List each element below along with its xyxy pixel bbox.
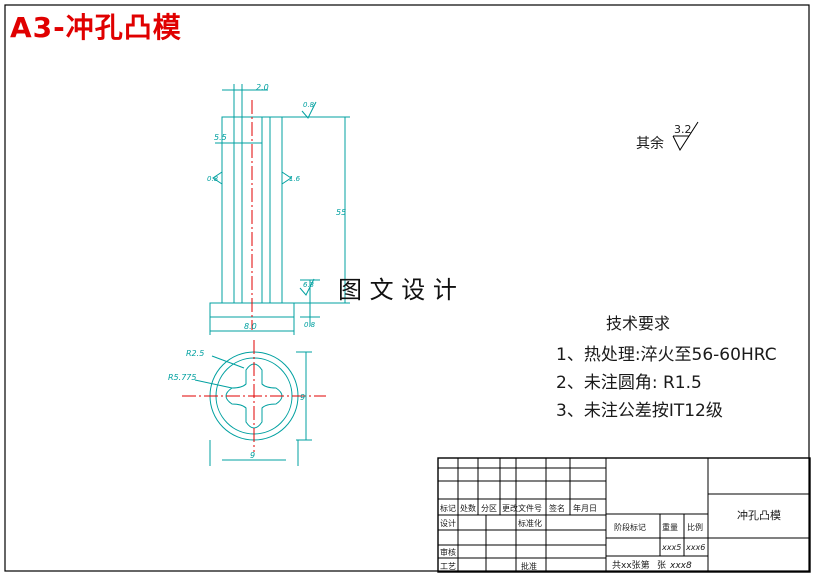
dim-8-0: 8.0: [244, 322, 257, 331]
tb-approve: 批准: [521, 561, 537, 571]
roughness-other: 其余 3.2: [636, 121, 699, 152]
roughness-value: 3.2: [674, 123, 692, 136]
dim-9b: 9: [250, 451, 255, 460]
tb-standard: 标准化: [518, 518, 542, 528]
tb-header-date: 年月日: [573, 503, 597, 513]
dim-5-5: 5.5: [214, 133, 227, 142]
dim-6-3: 6.3: [303, 281, 314, 289]
front-view-dims: 2.0 5.5 0.8 0.8 1.6 55 6.3 0.8 8.0: [207, 83, 346, 331]
requirement-2: 2、未注圆角: R1.5: [556, 373, 702, 393]
tb-stage: 阶段标记: [614, 522, 646, 532]
watermark: 图 文 设 计: [338, 276, 457, 304]
title-block-text: 标记 处数 分区 更改文件号 签名 年月日 设计 标准化 阶段标记 重量 比例 …: [440, 503, 781, 571]
tb-design: 设计: [440, 518, 456, 528]
roughness-symbol-icon: [672, 121, 699, 152]
dim-length: 55: [336, 208, 346, 217]
roughness-prefix: 其余: [636, 135, 664, 152]
punch-front-view: [209, 84, 350, 335]
dim-r2-5: R2.5: [186, 349, 204, 358]
requirements-heading: 技术要求: [606, 314, 670, 333]
tech-requirements: 技术要求 1、热处理:淬火至56-60HRC 2、未注圆角: R1.5 3、未注…: [556, 314, 777, 421]
punch-section-view: [182, 340, 326, 466]
requirement-1: 1、热处理:淬火至56-60HRC: [556, 345, 777, 365]
dim-0-8c: 0.8: [304, 321, 316, 329]
tb-weight: 重量: [662, 522, 678, 532]
dim-2-0: 2.0: [256, 83, 269, 92]
tb-sheet-no: 张: [657, 560, 666, 571]
tb-header-zone: 分区: [481, 504, 497, 513]
dim-1-6: 1.6: [289, 175, 301, 183]
tb-review: 审核: [440, 547, 456, 557]
tb-process: 工艺: [440, 562, 456, 571]
tb-header-sign: 签名: [549, 503, 565, 513]
tb-ratio-val: xxx6: [685, 543, 705, 552]
tb-header-mark: 标记: [440, 503, 456, 513]
drawing-frame: [4, 4, 810, 572]
tb-sheet-val: xxx8: [669, 561, 692, 571]
requirement-3: 3、未注公差按IT12级: [556, 401, 723, 421]
dim-9: 9: [300, 393, 305, 402]
tb-sheets: 共xx张第: [612, 559, 650, 571]
tb-header-docno: 更改文件号: [502, 503, 542, 513]
tb-ratio: 比例: [687, 522, 703, 532]
dim-0-8: 0.8: [303, 101, 315, 109]
tb-weight-val: xxx5: [661, 543, 681, 552]
title-block: [437, 457, 811, 573]
dim-0-8b: 0.8: [207, 175, 219, 183]
dim-r5-775: R5.775: [168, 373, 196, 382]
tb-header-count: 处数: [460, 503, 476, 513]
section-view-dims: R2.5 R5.775 9 9: [168, 349, 305, 460]
tb-part-name: 冲孔凸模: [737, 508, 781, 522]
page-title: A3-冲孔凸模: [10, 11, 182, 44]
